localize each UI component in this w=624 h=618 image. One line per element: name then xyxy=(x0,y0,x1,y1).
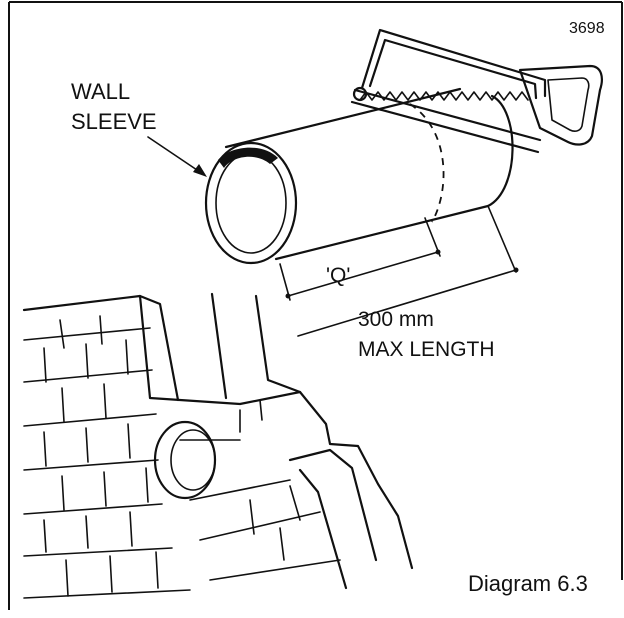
max-length-dimension-line xyxy=(297,205,519,337)
diagram-caption: Diagram 6.3 xyxy=(468,571,588,596)
wall-sleeve-label-line1: WALL xyxy=(71,79,130,104)
wall-sleeve-leader-arrow xyxy=(147,136,207,177)
hacksaw-tool xyxy=(350,28,603,154)
wall-sleeve-tube xyxy=(204,87,514,265)
dimension-q-line xyxy=(279,217,441,301)
dimension-q-label: 'Q' xyxy=(326,264,350,287)
wall-hole xyxy=(153,420,217,500)
figure-number: 3698 xyxy=(569,20,605,37)
max-length-label-line1: 300 mm xyxy=(358,308,434,331)
brick-wall xyxy=(22,292,414,599)
max-length-label-line2: MAX LENGTH xyxy=(358,338,495,361)
diagram-frame xyxy=(8,1,623,610)
wall-sleeve-label-line2: SLEEVE xyxy=(71,109,157,134)
